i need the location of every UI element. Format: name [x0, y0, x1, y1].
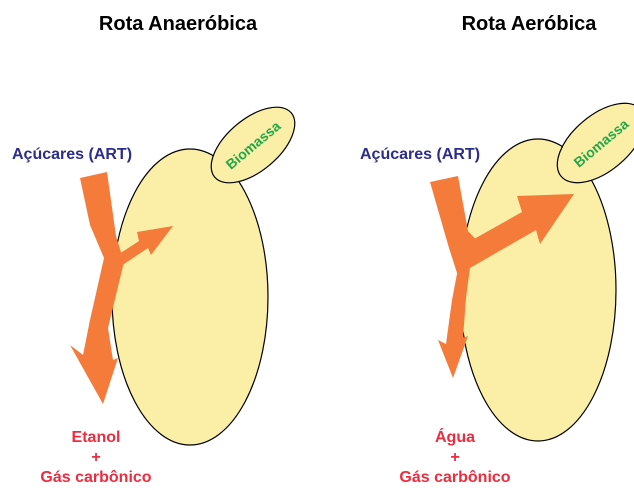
product-line1-aerobic: Água	[435, 427, 475, 446]
panel-title-anaerobic: Rota Anaeróbica	[99, 13, 258, 35]
panel-anaerobic: Rota Anaeróbica Biomassa Açúcares (ART) …	[12, 13, 308, 486]
panel-title-aerobic: Rota Aeróbica	[462, 13, 598, 35]
yeast-cell-anaerobic	[112, 149, 268, 445]
input-label-anaerobic: Açúcares (ART)	[12, 146, 132, 163]
input-label-aerobic: Açúcares (ART)	[360, 146, 480, 163]
product-line2-aerobic: Gás carbônico	[399, 469, 510, 486]
product-line1-anaerobic: Etanol	[72, 429, 121, 446]
product-line2-anaerobic: Gás carbônico	[40, 469, 151, 486]
yeast-cell-aerobic	[460, 139, 616, 441]
product-plus-anaerobic: +	[91, 449, 100, 466]
panel-aerobic: Rota Aeróbica Biomassa Açúcares (ART) Ág…	[360, 13, 634, 486]
product-plus-aerobic: +	[450, 449, 459, 466]
flow-arrow-main-anaerobic	[70, 172, 124, 404]
